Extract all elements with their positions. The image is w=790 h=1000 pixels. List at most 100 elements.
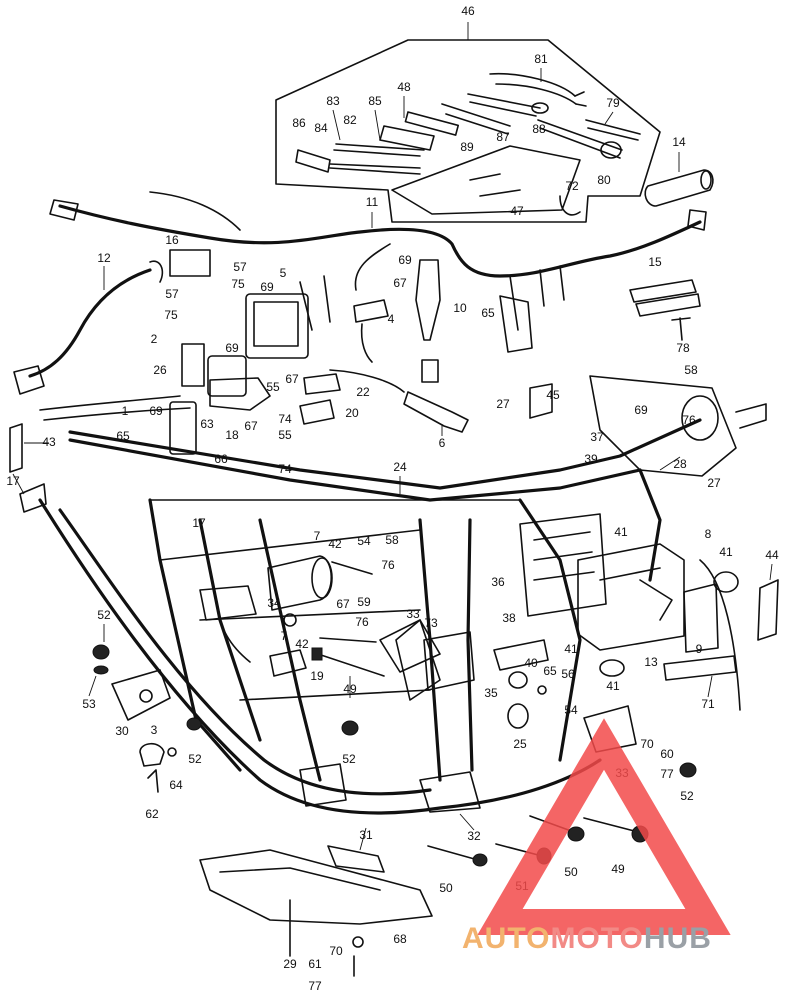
bolts-middle bbox=[283, 561, 385, 677]
callout-c11: 11 bbox=[366, 195, 379, 209]
callout-c77b: 77 bbox=[308, 979, 322, 993]
callout-c44: 44 bbox=[765, 548, 779, 562]
callout-c24: 24 bbox=[393, 460, 407, 474]
label-45 bbox=[529, 383, 553, 419]
callout-c69b: 69 bbox=[260, 280, 274, 294]
grommet-52b bbox=[679, 762, 697, 778]
callout-c52c: 52 bbox=[342, 752, 356, 766]
watermark-moto: MOTO bbox=[550, 922, 643, 955]
callout-c55b: 55 bbox=[278, 428, 292, 442]
callout-c31: 31 bbox=[359, 828, 373, 842]
callout-c66: 66 bbox=[214, 452, 228, 466]
cap-41b bbox=[599, 659, 625, 677]
callout-c13: 13 bbox=[644, 655, 658, 669]
callout-c16: 16 bbox=[165, 233, 179, 247]
callout-c67b: 67 bbox=[285, 372, 299, 386]
cover-9 bbox=[663, 559, 741, 711]
callout-c36: 36 bbox=[491, 575, 505, 589]
callout-c17b: 17 bbox=[192, 516, 206, 530]
callout-c8: 8 bbox=[705, 527, 712, 541]
callout-c38: 38 bbox=[502, 611, 516, 625]
callout-c80: 80 bbox=[597, 173, 611, 187]
callout-c55a: 55 bbox=[266, 380, 280, 394]
callout-c33a: 33 bbox=[406, 607, 420, 621]
callout-c77a: 77 bbox=[660, 767, 674, 781]
watermark-triangle bbox=[477, 718, 731, 935]
callout-c70b: 70 bbox=[329, 944, 343, 958]
callout-c69c: 69 bbox=[225, 341, 239, 355]
callout-c5: 5 bbox=[280, 266, 287, 280]
callout-c41d: 41 bbox=[606, 679, 620, 693]
callout-c73: 73 bbox=[424, 616, 438, 630]
callout-c42b: 42 bbox=[295, 637, 309, 651]
ignition-coils bbox=[199, 555, 333, 677]
callout-c67d: 67 bbox=[336, 597, 350, 611]
callout-c61: 61 bbox=[308, 957, 322, 971]
callout-c59: 59 bbox=[357, 595, 371, 609]
callout-c14: 14 bbox=[672, 135, 686, 149]
callout-c39: 39 bbox=[584, 452, 598, 466]
callout-c50b: 50 bbox=[439, 881, 453, 895]
callout-c26: 26 bbox=[153, 363, 167, 377]
callout-c35: 35 bbox=[484, 686, 498, 700]
callout-c7a: 7 bbox=[314, 529, 321, 543]
callout-c88: 88 bbox=[532, 122, 546, 136]
callout-c10: 10 bbox=[453, 301, 467, 315]
wire-harness bbox=[49, 191, 707, 331]
callout-c76a: 76 bbox=[682, 413, 696, 427]
callout-c76b: 76 bbox=[381, 558, 395, 572]
callout-c41b: 41 bbox=[719, 545, 733, 559]
callout-c52d: 52 bbox=[680, 789, 694, 803]
callout-c65c: 65 bbox=[543, 664, 557, 678]
callout-c18: 18 bbox=[225, 428, 239, 442]
callout-c30: 30 bbox=[115, 724, 129, 738]
callout-c32: 32 bbox=[467, 829, 481, 843]
callout-c6: 6 bbox=[439, 436, 446, 450]
callout-c57b: 57 bbox=[165, 287, 179, 301]
callout-c49b: 49 bbox=[611, 862, 625, 876]
callout-c87: 87 bbox=[496, 130, 510, 144]
left-small-parts bbox=[92, 644, 202, 793]
callout-c12: 12 bbox=[97, 251, 111, 265]
callout-c65a: 65 bbox=[481, 306, 495, 320]
callout-c62: 62 bbox=[145, 807, 159, 821]
callout-c82: 82 bbox=[343, 113, 357, 127]
cap-41 bbox=[713, 571, 739, 593]
switch-group-center bbox=[353, 259, 533, 433]
callout-c42a: 42 bbox=[328, 537, 342, 551]
callout-c67a: 67 bbox=[393, 276, 407, 290]
spanner-14 bbox=[644, 152, 714, 207]
tool-kit-group bbox=[275, 22, 661, 223]
callout-c74a: 74 bbox=[278, 412, 292, 426]
callout-c46: 46 bbox=[461, 4, 475, 18]
bracket-17 bbox=[19, 483, 47, 513]
callout-c27a: 27 bbox=[496, 397, 510, 411]
callout-c83: 83 bbox=[326, 94, 340, 108]
leader-lines bbox=[12, 68, 773, 851]
callout-c69e: 69 bbox=[634, 403, 648, 417]
callout-c52a: 52 bbox=[97, 608, 111, 622]
callout-c74b: 74 bbox=[278, 462, 292, 476]
callout-c69a: 69 bbox=[398, 253, 412, 267]
callout-c70a: 70 bbox=[640, 737, 654, 751]
callout-c57a: 57 bbox=[233, 260, 247, 274]
callout-c58a: 58 bbox=[684, 363, 698, 377]
callout-c58b: 58 bbox=[385, 533, 399, 547]
callout-c28: 28 bbox=[673, 457, 687, 471]
watermark-hub: HUB bbox=[644, 922, 712, 955]
callout-c48: 48 bbox=[397, 80, 411, 94]
electrical-components-left bbox=[39, 249, 405, 455]
main-frame bbox=[38, 375, 767, 815]
callout-c72: 72 bbox=[565, 179, 579, 193]
callout-c25: 25 bbox=[513, 737, 527, 751]
callout-c67c: 67 bbox=[244, 419, 258, 433]
callout-c40: 40 bbox=[524, 656, 538, 670]
callout-c54b: 54 bbox=[564, 703, 578, 717]
callout-c7b: 7 bbox=[281, 629, 288, 643]
callout-c75a: 75 bbox=[231, 277, 245, 291]
callout-c64: 64 bbox=[169, 778, 183, 792]
callout-c43: 43 bbox=[42, 435, 56, 449]
callout-c19: 19 bbox=[310, 669, 324, 683]
callout-c78: 78 bbox=[676, 341, 690, 355]
